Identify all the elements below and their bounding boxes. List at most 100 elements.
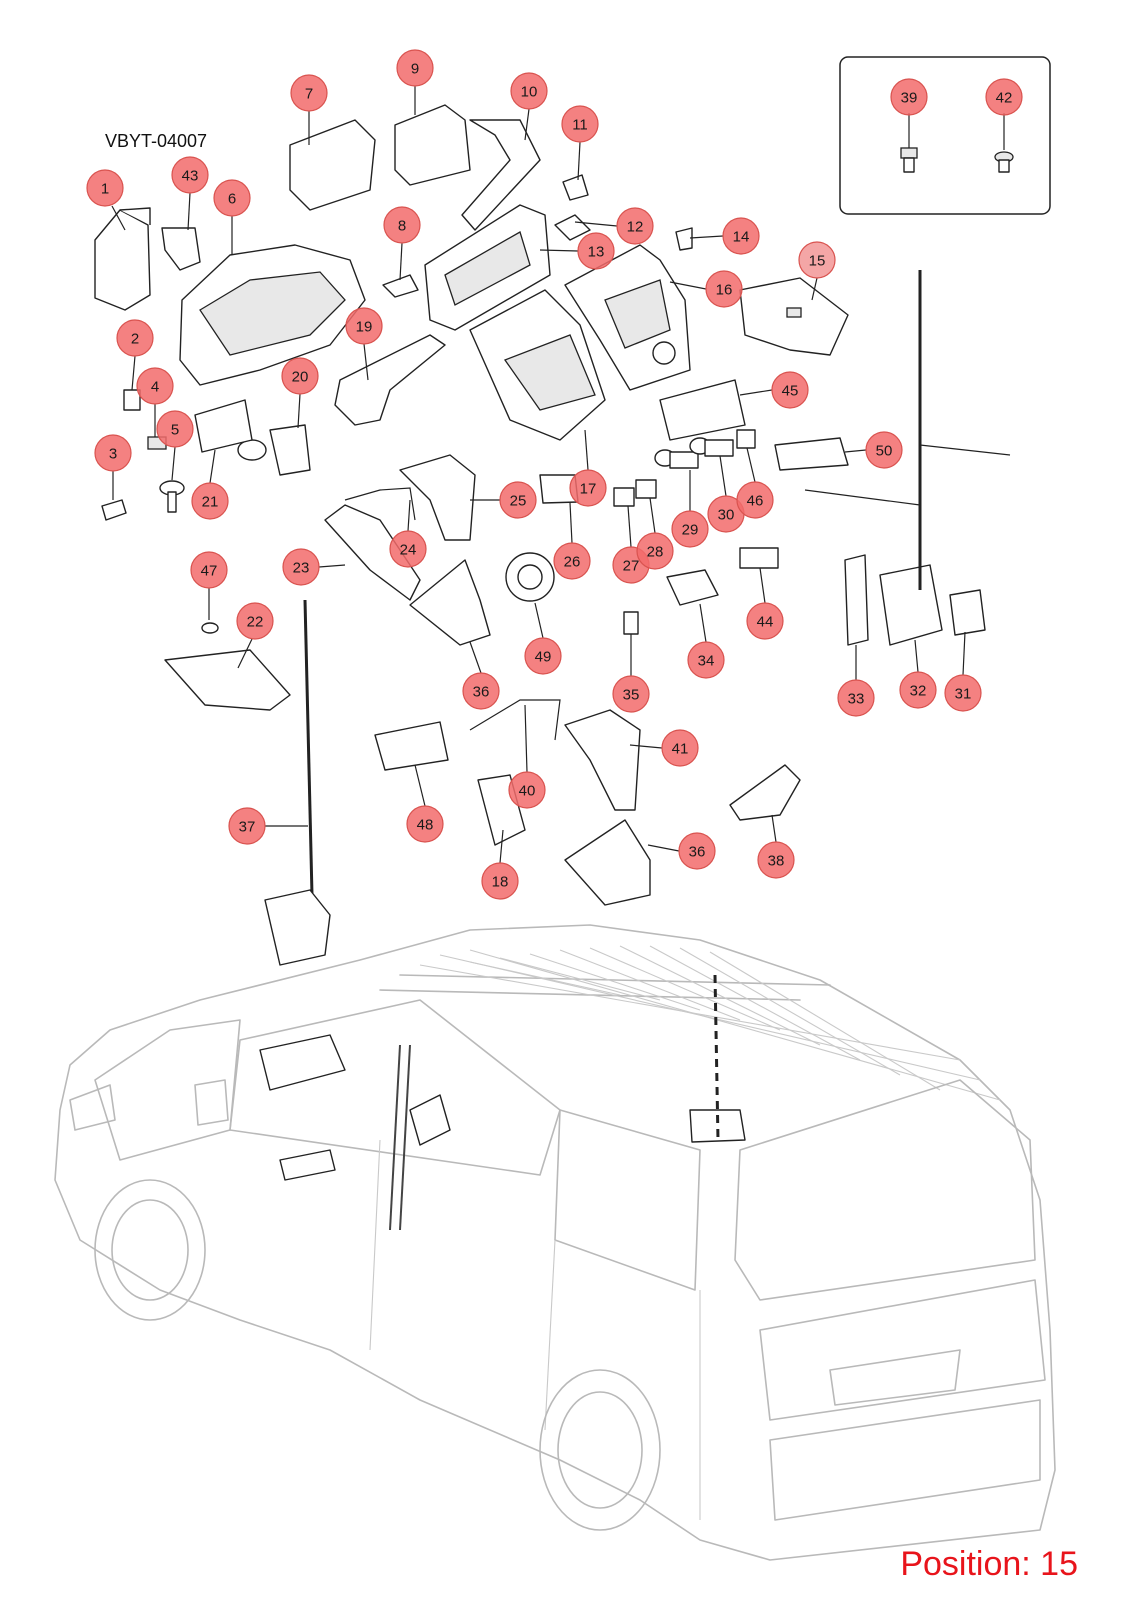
callout-bubble[interactable]: [345, 307, 383, 345]
callout-bubble[interactable]: [636, 532, 674, 570]
callout-bubble[interactable]: [190, 551, 228, 589]
callout-leader: [539, 249, 579, 252]
callout-bubble[interactable]: [228, 807, 266, 845]
callout-bubble[interactable]: [671, 510, 709, 548]
callout-bubble[interactable]: [736, 481, 774, 519]
callout-bubble[interactable]: [213, 179, 251, 217]
callout-21[interactable]: 21: [191, 449, 229, 520]
callout-37[interactable]: 37: [228, 807, 308, 845]
callout-bubble[interactable]: [282, 548, 320, 586]
callout-20[interactable]: 20: [281, 357, 319, 429]
callout-bubble[interactable]: [569, 469, 607, 507]
position-label: Position: 15: [900, 1545, 1078, 1583]
callout-11[interactable]: 11: [561, 105, 599, 181]
callout-8[interactable]: 8: [383, 206, 421, 281]
callout-3[interactable]: 3: [94, 434, 132, 500]
callout-31[interactable]: 31: [944, 631, 982, 712]
callout-bubble[interactable]: [944, 674, 982, 712]
callout-45[interactable]: 45: [739, 371, 809, 409]
callout-leader: [689, 235, 724, 239]
callout-bubble[interactable]: [508, 771, 546, 809]
callout-bubble[interactable]: [865, 431, 903, 469]
callout-bubble[interactable]: [236, 602, 274, 640]
callout-39[interactable]: 39: [890, 78, 928, 116]
callout-bubble[interactable]: [757, 841, 795, 879]
callout-33[interactable]: 33: [837, 645, 875, 717]
callout-47[interactable]: 47: [190, 551, 228, 620]
callout-26[interactable]: 26: [553, 502, 591, 580]
callout-bubble[interactable]: [290, 74, 328, 112]
callout-leader: [647, 844, 680, 852]
callout-49[interactable]: 49: [524, 602, 562, 675]
callout-23[interactable]: 23: [282, 548, 346, 586]
callout-9[interactable]: 9: [396, 49, 434, 115]
callout-bubble[interactable]: [281, 357, 319, 395]
callout-leader: [844, 449, 867, 453]
callout-43[interactable]: 43: [171, 156, 209, 231]
callout-44[interactable]: 44: [746, 567, 784, 640]
callout-bubble[interactable]: [191, 482, 229, 520]
callout-bubble[interactable]: [577, 232, 615, 270]
callout-bubble[interactable]: [837, 679, 875, 717]
callout-leader: [746, 447, 756, 483]
callout-bubble[interactable]: [661, 729, 699, 767]
callout-bubble[interactable]: [985, 78, 1023, 116]
callout-bubble[interactable]: [510, 72, 548, 110]
callout-bubble[interactable]: [890, 78, 928, 116]
callout-bubble[interactable]: [171, 156, 209, 194]
callout-bubble[interactable]: [383, 206, 421, 244]
callout-6[interactable]: 6: [213, 179, 251, 255]
callout-bubble[interactable]: [616, 207, 654, 245]
callout-leader: [577, 141, 581, 181]
callout-13[interactable]: 13: [539, 232, 615, 270]
callout-bubble[interactable]: [86, 169, 124, 207]
callout-leader: [719, 455, 727, 497]
callout-28[interactable]: 28: [636, 497, 674, 570]
callout-bubble[interactable]: [722, 217, 760, 255]
callout-leader: [569, 502, 573, 544]
callout-bubble[interactable]: [116, 319, 154, 357]
callout-bubble[interactable]: [612, 675, 650, 713]
callout-bubble[interactable]: [771, 371, 809, 409]
callout-46[interactable]: 46: [736, 447, 774, 519]
callout-38[interactable]: 38: [757, 814, 795, 879]
callout-bubble[interactable]: [396, 49, 434, 87]
callout-bubble[interactable]: [156, 410, 194, 448]
callout-bubble[interactable]: [94, 434, 132, 472]
callout-36[interactable]: 36: [647, 832, 716, 870]
van-illustration: [54, 924, 1056, 1561]
callout-bubble[interactable]: [136, 367, 174, 405]
callout-bubble[interactable]: [687, 641, 725, 679]
callout-bubble[interactable]: [462, 672, 500, 710]
callout-bubble[interactable]: [524, 637, 562, 675]
callout-bubble[interactable]: [389, 530, 427, 568]
callout-bubble[interactable]: [553, 542, 591, 580]
callout-bubble[interactable]: [499, 481, 537, 519]
callout-bubble[interactable]: [678, 832, 716, 870]
callout-40[interactable]: 40: [508, 704, 546, 809]
callout-bubble[interactable]: [406, 805, 444, 843]
bolt-39-drawing: [900, 113, 918, 173]
callout-bubble[interactable]: [481, 862, 519, 900]
callout-42[interactable]: 42: [985, 78, 1023, 116]
callout-32[interactable]: 32: [899, 639, 937, 709]
callout-bubble[interactable]: [798, 241, 836, 279]
callout-bubble[interactable]: [899, 671, 937, 709]
callout-36[interactable]: 36: [462, 641, 500, 710]
callout-24[interactable]: 24: [389, 499, 427, 568]
callout-29[interactable]: 29: [671, 470, 709, 548]
callout-35[interactable]: 35: [612, 634, 650, 713]
callout-48[interactable]: 48: [406, 764, 444, 843]
callout-leader: [524, 704, 528, 773]
callout-14[interactable]: 14: [689, 217, 760, 255]
callout-50[interactable]: 50: [844, 431, 903, 469]
callout-bubble[interactable]: [746, 602, 784, 640]
callout-17[interactable]: 17: [569, 429, 607, 507]
callout-leader: [627, 505, 632, 548]
callout-34[interactable]: 34: [687, 603, 725, 679]
callout-layer: 1234567891011121314151617181920212223242…: [86, 49, 1023, 900]
callout-bubble[interactable]: [705, 270, 743, 308]
callout-leader: [399, 242, 403, 281]
callout-bubble[interactable]: [561, 105, 599, 143]
callout-25[interactable]: 25: [470, 481, 537, 519]
